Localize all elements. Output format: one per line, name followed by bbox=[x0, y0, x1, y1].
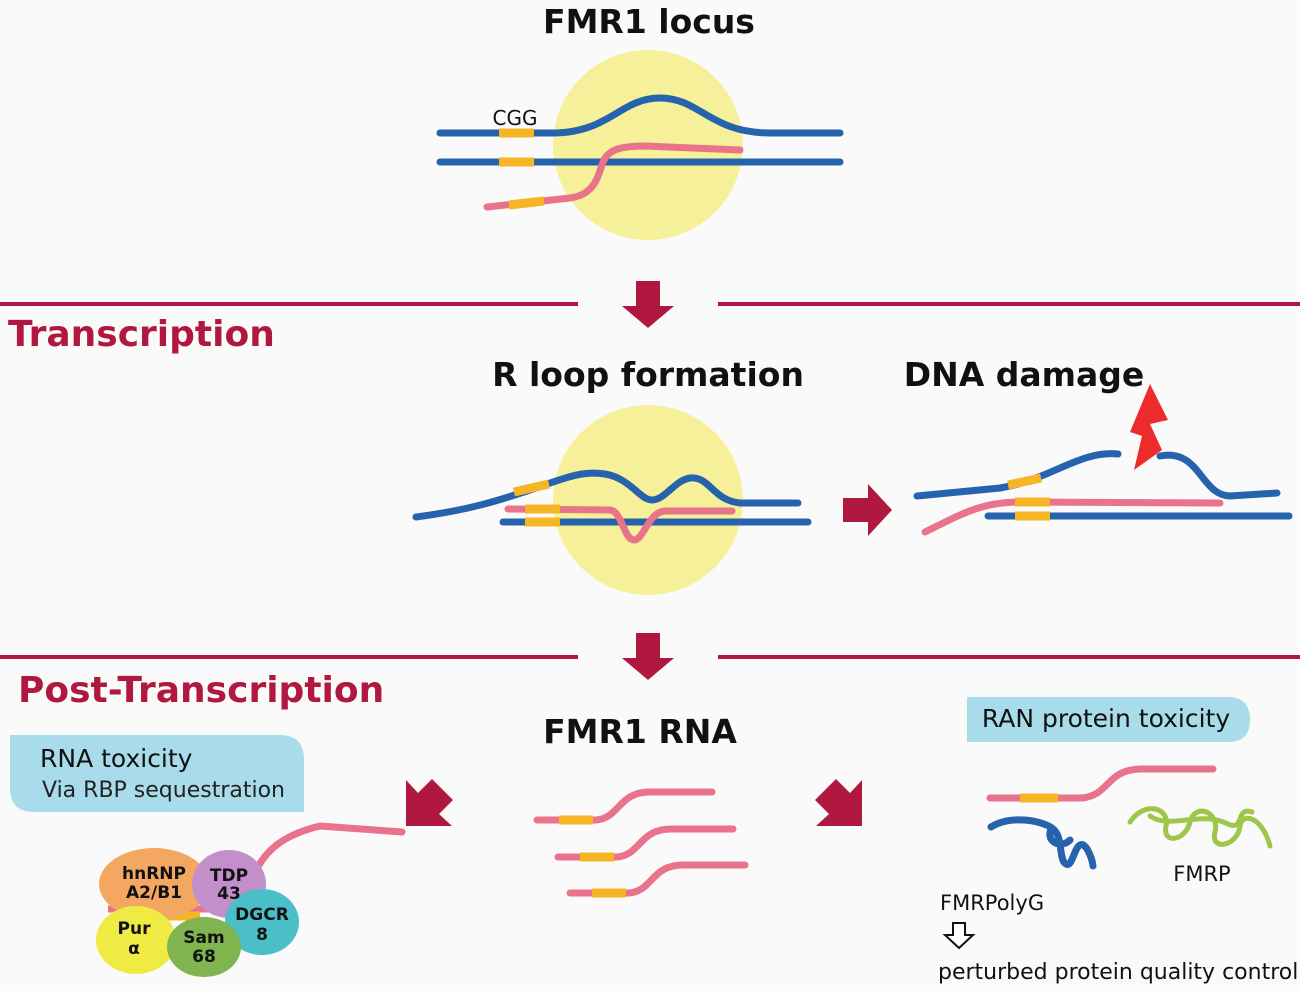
title-dna-damage: DNA damage bbox=[904, 355, 1145, 394]
dna-strand-damage-upper-right bbox=[1156, 451, 1281, 500]
rna-sequestering-strand bbox=[248, 822, 406, 884]
arrow-down-right-icon bbox=[815, 779, 862, 826]
ran-toxicity-title: RAN protein toxicity bbox=[982, 704, 1230, 733]
section-transcription: Transcription bbox=[8, 314, 275, 355]
section-post-transcription: Post-Transcription bbox=[18, 670, 384, 711]
dna-strand-rloop-upper bbox=[412, 469, 802, 521]
rna-strand-top bbox=[483, 142, 744, 211]
rna-strand-rloop bbox=[504, 505, 736, 544]
protein-hnrnp-line1: hnRNP bbox=[122, 864, 186, 884]
cgg-block-damage-1 bbox=[1007, 473, 1042, 490]
cgg-label: CGG bbox=[493, 106, 538, 130]
arrow-right-1-icon bbox=[843, 484, 892, 536]
protein-sam-line2: 68 bbox=[192, 947, 216, 967]
rna-toxicity-subtitle: Via RBP sequestration bbox=[42, 778, 285, 803]
rna-molecule-2 bbox=[554, 825, 737, 861]
arrow-down-2-icon bbox=[622, 633, 674, 680]
fmrp-chain bbox=[1127, 806, 1273, 849]
title-fmr1-rna: FMR1 RNA bbox=[543, 712, 737, 751]
rna-molecule-3 bbox=[566, 861, 749, 897]
rna-toxicity-title: RNA toxicity bbox=[40, 744, 193, 773]
protein-qc-outcome: perturbed protein quality control bbox=[938, 960, 1298, 985]
arrow-down-left-icon bbox=[406, 779, 453, 826]
ran-toxicity-bubble bbox=[967, 697, 1250, 742]
rna-molecule-1 bbox=[533, 788, 716, 824]
protein-dgcr bbox=[225, 889, 299, 955]
protein-dgcr-line1: DGCR bbox=[235, 905, 289, 925]
protein-pur bbox=[96, 906, 176, 974]
rna-toxicity-bubble bbox=[10, 735, 304, 812]
polyg-chain bbox=[987, 816, 1097, 870]
protein-hnrnp bbox=[99, 848, 209, 920]
polyg-label: FMRPolyG bbox=[940, 891, 1044, 915]
title-fmr1-locus: FMR1 locus bbox=[543, 2, 755, 41]
protein-dgcr-line2: 8 bbox=[256, 925, 268, 945]
arrow-down-1-icon bbox=[622, 281, 674, 328]
cgg-block-top-3 bbox=[508, 196, 545, 210]
lightning-bolt-icon bbox=[1130, 384, 1168, 470]
dna-strand-top-upper bbox=[436, 94, 844, 137]
protein-pur-line1: Pur bbox=[118, 919, 152, 939]
protein-tdp-line1: TDP bbox=[210, 866, 248, 886]
rna-ran-strand bbox=[986, 765, 1217, 802]
protein-pur-line2: α bbox=[128, 939, 140, 959]
title-r-loop: R loop formation bbox=[492, 355, 804, 394]
dna-strand-damage-upper-left bbox=[913, 450, 1122, 500]
fmrp-label: FMRP bbox=[1173, 862, 1230, 886]
protein-sam-line1: Sam bbox=[183, 928, 224, 948]
protein-hnrnp-line2: A2/B1 bbox=[126, 883, 182, 903]
protein-tdp-line2: 43 bbox=[217, 884, 241, 904]
cgg-block-rloop-1 bbox=[512, 479, 551, 497]
protein-sam bbox=[167, 917, 241, 977]
hollow-arrow-down-icon bbox=[942, 922, 976, 950]
